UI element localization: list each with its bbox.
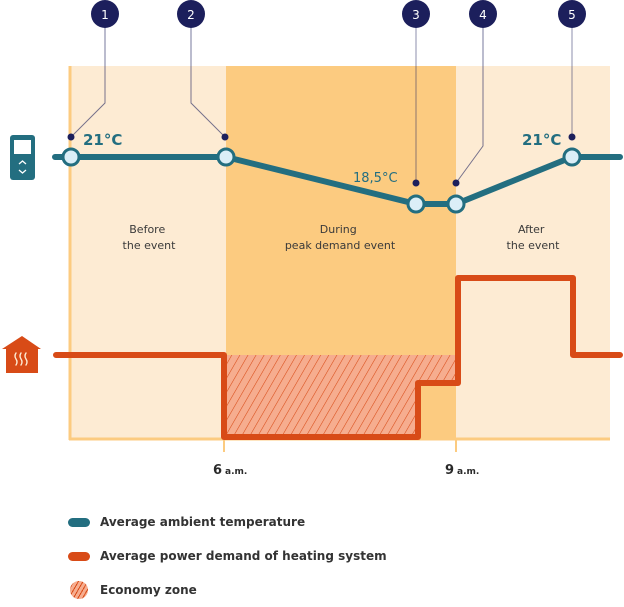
svg-text:3: 3 xyxy=(412,8,420,22)
marker-1: 1 xyxy=(91,0,119,28)
phase-during-label: During peak demand event xyxy=(285,223,396,252)
temp-node-5 xyxy=(562,147,582,167)
legend: Average ambient temperature Average powe… xyxy=(68,505,387,607)
leader-2 xyxy=(190,27,226,138)
phase-after-label: After the event xyxy=(507,223,561,252)
svg-text:1: 1 xyxy=(101,8,109,22)
house-heating-icon xyxy=(2,336,41,373)
legend-label: Economy zone xyxy=(100,583,197,597)
temp-node-1 xyxy=(61,147,81,167)
svg-text:4: 4 xyxy=(479,8,487,22)
leader-dot-5 xyxy=(568,133,576,141)
thermostat-icon xyxy=(10,135,35,180)
legend-swatch-power xyxy=(68,551,90,561)
marker-4: 4 xyxy=(469,0,497,28)
legend-swatch-temperature xyxy=(68,517,90,527)
svg-text:5: 5 xyxy=(568,8,576,22)
economy-zone xyxy=(226,355,456,437)
leader-dot-4 xyxy=(452,179,460,187)
phase-after-bg xyxy=(456,66,610,438)
temp-label-end: 21°C xyxy=(522,131,561,149)
legend-label: Average power demand of heating system xyxy=(100,549,387,563)
power-demand-line xyxy=(53,275,623,440)
leader-1 xyxy=(70,27,106,138)
phase-before-bg xyxy=(69,66,226,438)
leader-dot-2 xyxy=(221,133,229,141)
temp-label-start: 21°C xyxy=(83,131,122,149)
temp-node-2 xyxy=(216,147,236,167)
legend-item-temperature: Average ambient temperature xyxy=(68,505,387,539)
temp-label-low: 18,5°C xyxy=(353,171,398,186)
legend-label: Average ambient temperature xyxy=(100,515,306,529)
legend-swatch-economy xyxy=(70,581,88,599)
legend-item-power: Average power demand of heating system xyxy=(68,539,387,573)
phase-before-label: Before the event xyxy=(123,223,177,252)
leader-dot-3 xyxy=(412,179,420,187)
svg-text:2: 2 xyxy=(187,8,195,22)
temp-node-4 xyxy=(446,194,466,214)
marker-3: 3 xyxy=(402,0,430,28)
leader-dot-1 xyxy=(67,133,75,141)
marker-2: 2 xyxy=(177,0,205,28)
marker-leaders xyxy=(70,27,573,184)
legend-item-economy: Economy zone xyxy=(68,573,387,607)
temp-node-3 xyxy=(406,194,426,214)
marker-5: 5 xyxy=(558,0,586,28)
leader-4 xyxy=(455,27,484,184)
